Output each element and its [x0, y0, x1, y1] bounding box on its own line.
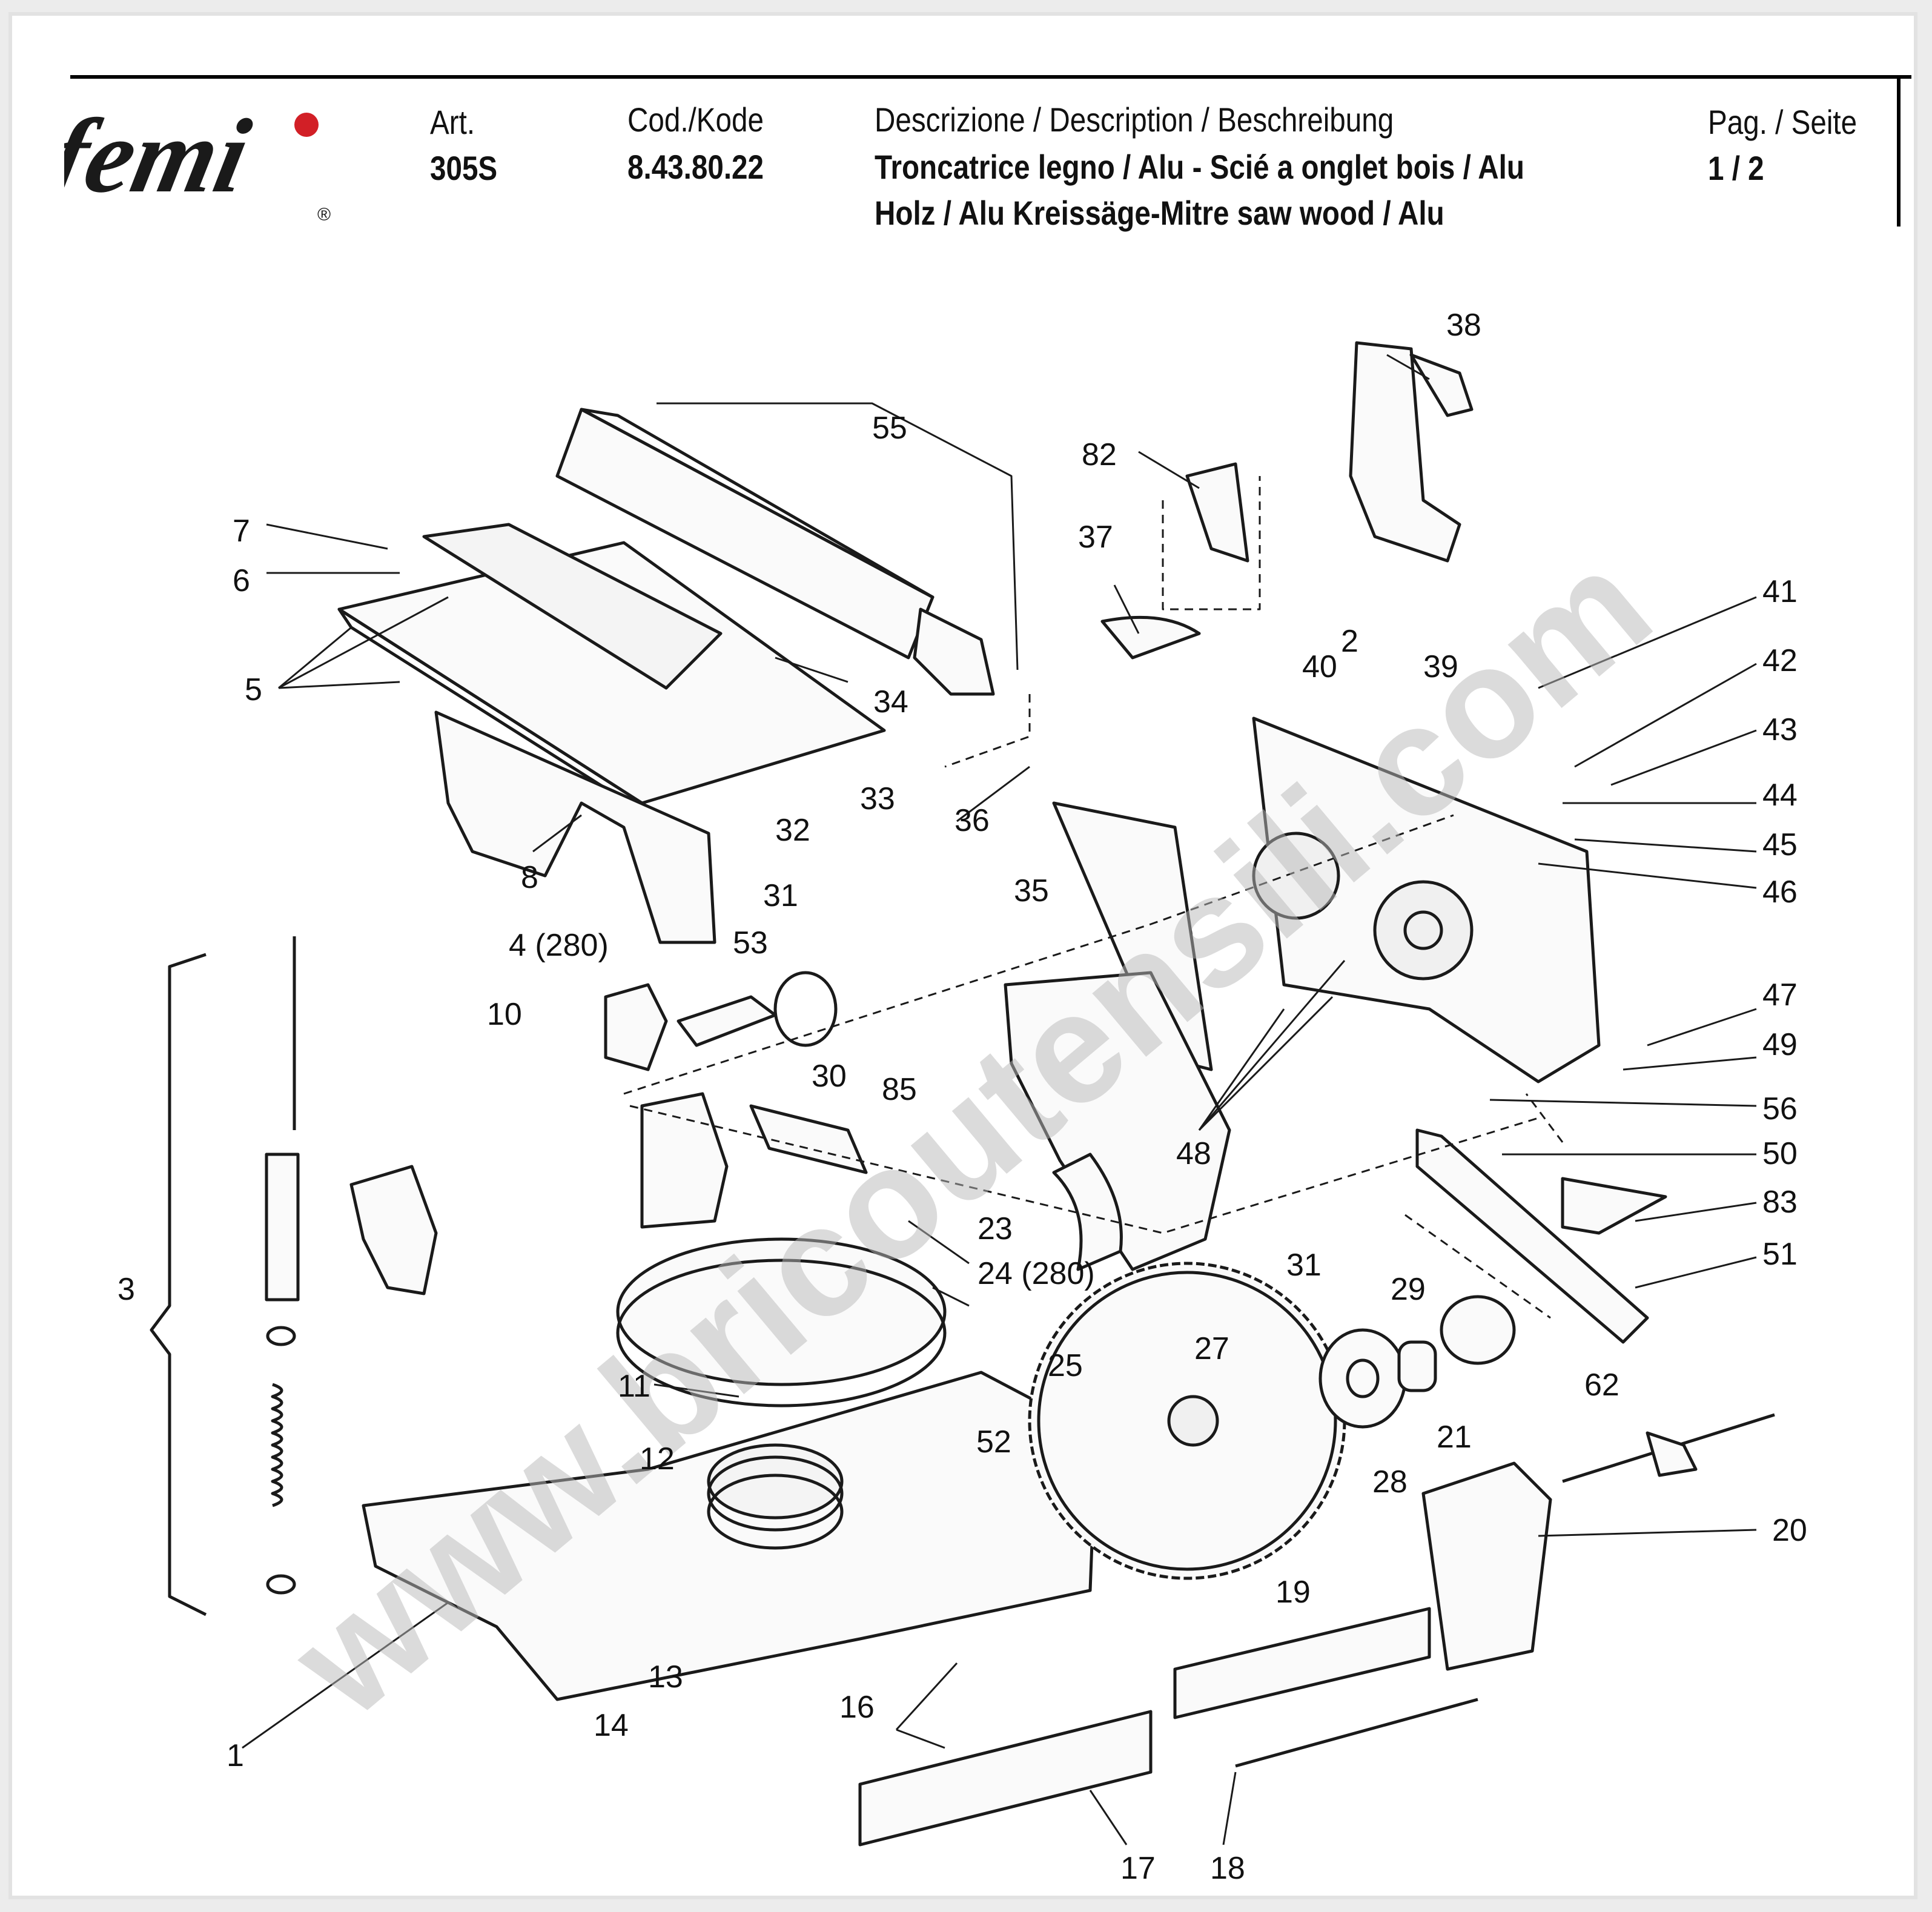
logo-dot	[294, 113, 319, 137]
fence-bar-part	[555, 408, 995, 696]
header-rule-right	[1897, 75, 1901, 227]
callout-label: 37	[1078, 520, 1113, 555]
callout-label: 23	[978, 1211, 1013, 1246]
callout-label: 5	[245, 672, 262, 707]
callout-label: 6	[233, 563, 250, 598]
callout-label: 55	[872, 411, 907, 446]
callout-label: 33	[860, 781, 895, 816]
upper-table-part	[337, 523, 886, 817]
callout-label: 39	[1423, 649, 1458, 684]
page-label: Pag. / Seite	[1708, 103, 1858, 141]
callout-label: 52	[976, 1424, 1011, 1460]
callout-label: 49	[1762, 1027, 1798, 1062]
callout-label: 47	[1762, 978, 1798, 1013]
callout-label: 29	[1391, 1272, 1426, 1307]
callout-label: 46	[1762, 875, 1798, 910]
callout-label: 34	[873, 684, 908, 719]
description-line-1: Troncatrice legno / Alu - Scié a onglet …	[875, 148, 1524, 186]
callout-label: 83	[1762, 1185, 1798, 1220]
femi-logo: femi ®	[64, 101, 331, 225]
callout-label: 45	[1762, 827, 1798, 862]
callout-label: 82	[1082, 437, 1117, 472]
code-label: Cod./Kode	[627, 101, 764, 139]
callout-label: 8	[521, 860, 538, 895]
saw-blade-part	[1028, 1262, 1516, 1580]
callout-label: 51	[1762, 1237, 1798, 1272]
leader-lines	[242, 354, 1757, 1845]
page-value: 1 / 2	[1708, 149, 1764, 187]
callout-labels: 1 2 3 4 (280) 5 6 7 8 10 11 12 13 14 16 …	[117, 308, 1807, 1886]
callout-label: 11	[618, 1369, 650, 1404]
header-rule	[70, 75, 1911, 79]
callout-label: 53	[733, 925, 768, 961]
logo-text: femi	[64, 101, 259, 215]
callout-label: 1	[227, 1738, 244, 1773]
pivot-bracket-part	[604, 971, 838, 1071]
callout-label: 32	[775, 813, 810, 848]
dashed-assembly-lines	[623, 476, 1564, 1319]
description-line-2: Holz / Alu Kreissäge-Mitre saw wood / Al…	[875, 194, 1444, 232]
callout-label: 62	[1584, 1368, 1619, 1403]
callout-label: 19	[1275, 1575, 1311, 1610]
callout-label: 14	[594, 1708, 629, 1743]
callout-label: 41	[1762, 574, 1798, 609]
callout-label: 21	[1437, 1420, 1472, 1455]
description-label: Descrizione / Description / Beschreibung	[875, 101, 1394, 139]
callout-label: 50	[1762, 1136, 1798, 1171]
callout-label: 31	[1286, 1248, 1322, 1283]
callout-label: 30	[812, 1059, 847, 1094]
callout-label: 7	[233, 514, 250, 549]
base-part	[362, 1371, 1098, 1701]
callout-label: 31	[763, 878, 798, 913]
code-value: 8.43.80.22	[627, 148, 764, 186]
callout-label: 16	[839, 1690, 875, 1725]
exploded-parts-diagram: www.bricoutensili.com 1 2 3 4 (280) 5 6 …	[117, 308, 1807, 1886]
callout-label: 12	[640, 1441, 675, 1477]
callout-label: 85	[882, 1072, 917, 1107]
art-label: Art.	[430, 103, 475, 141]
callout-label: 42	[1762, 643, 1798, 678]
callout-label: 17	[1120, 1851, 1156, 1886]
parts-sheet: femi ® Art. 305S Cod./Kode 8.43.80.22 De…	[8, 12, 1917, 1899]
callout-label: 36	[954, 803, 990, 838]
handle-bar-part	[1415, 1128, 1667, 1344]
art-value: 305S	[430, 149, 498, 187]
callout-label: 43	[1762, 712, 1798, 747]
blade-guard-part	[1004, 801, 1231, 1271]
callout-label: 24 (280)	[978, 1256, 1095, 1291]
callout-label: 4 (280)	[509, 928, 609, 963]
guard-bracket-parts	[1100, 341, 1474, 660]
table-support-part	[434, 710, 716, 944]
callout-label: 3	[117, 1272, 135, 1307]
callout-label: 35	[1014, 873, 1049, 908]
callout-label: 27	[1194, 1331, 1229, 1366]
callout-label: 48	[1176, 1136, 1211, 1171]
callout-label: 2	[1341, 624, 1358, 659]
callout-label: 40	[1302, 649, 1337, 684]
motor-head-part	[1252, 716, 1601, 1083]
callout-label: 18	[1210, 1851, 1245, 1886]
callout-label: 25	[1048, 1348, 1083, 1383]
callout-label: 13	[648, 1659, 683, 1695]
clamp-handle-parts	[858, 1413, 1775, 1847]
rotating-table-part	[616, 1092, 947, 1408]
callout-label: 28	[1372, 1464, 1408, 1500]
callout-label: 56	[1762, 1091, 1798, 1126]
registered-mark: ®	[317, 205, 331, 225]
callout-label: 10	[487, 997, 522, 1032]
callout-label: 20	[1772, 1513, 1807, 1548]
callout-label: 44	[1762, 778, 1798, 813]
spring-column-part	[150, 936, 438, 1616]
callout-label: 38	[1446, 308, 1481, 343]
